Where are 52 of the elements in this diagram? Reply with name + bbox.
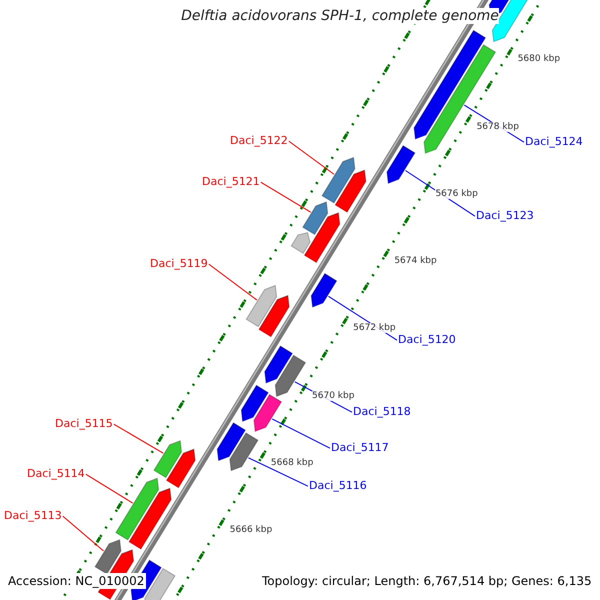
- scale-label: 5670 kbp: [312, 390, 354, 401]
- leader-line: [85, 474, 134, 504]
- leader-line: [272, 418, 330, 449]
- scale-label: 5680 kbp: [518, 54, 560, 64]
- gene-label: Daci_5114: [27, 467, 85, 480]
- gene-label: Daci_5121: [202, 175, 260, 188]
- leader-line: [113, 424, 164, 454]
- gene-label: Daci_5123: [476, 209, 534, 222]
- scale-label: 5672 kbp: [353, 323, 396, 334]
- gene-marker: [290, 232, 311, 254]
- gene-marker: [153, 440, 182, 478]
- gene-marker: [94, 539, 122, 575]
- gene-label: Daci_5115: [55, 417, 113, 430]
- genome-info: Accession: NC_010002: [6, 573, 146, 589]
- gene-marker: [274, 354, 306, 398]
- gene-label: Daci_5120: [398, 333, 456, 346]
- leader-line: [288, 140, 334, 175]
- leader-line: [62, 516, 104, 552]
- gene-marker: [229, 432, 259, 472]
- gene-marker: [310, 272, 338, 308]
- gene-marker: [166, 448, 196, 488]
- genome-info: Topology: circular; Length: 6,767,514 bp; Genes: 6,135: [260, 573, 594, 589]
- gene-label: Daci_5117: [331, 441, 389, 454]
- scale-label: 5668 kbp: [270, 458, 314, 468]
- gene-marker: [115, 478, 160, 541]
- gene-marker: [334, 169, 366, 213]
- gene-label: Daci_5113: [4, 509, 62, 522]
- gene-marker: [253, 394, 282, 432]
- scale-label: 5678 kbp: [476, 122, 519, 132]
- gene-marker: [304, 212, 340, 264]
- gene-marker: [321, 156, 356, 204]
- title: Delftia acidovorans SPH-1, complete genome: [181, 8, 499, 24]
- gene-label: Daci_5118: [353, 405, 411, 418]
- leader-line: [208, 264, 258, 301]
- gene-label: Daci_5116: [309, 479, 367, 492]
- leader-line: [260, 182, 312, 213]
- leader-line: [248, 457, 308, 487]
- scale-label: 5666 kbp: [230, 524, 272, 535]
- gene-label: Daci_5124: [525, 135, 583, 148]
- gene-label: Daci_5119: [150, 257, 208, 270]
- gene-label: Daci_5122: [230, 134, 288, 147]
- gene-marker: [386, 144, 416, 184]
- gene-marker: [216, 422, 246, 462]
- scale-label: 5676 kbp: [435, 188, 478, 199]
- gene-marker: [128, 488, 172, 550]
- gene-marker: [240, 384, 269, 422]
- gene-marker: [302, 201, 328, 236]
- gene-marker: [246, 284, 278, 328]
- gene-marker: [258, 294, 290, 338]
- gene-marker: [264, 345, 294, 384]
- scale-label: 5674 kbp: [394, 256, 437, 266]
- gene-marker: [144, 568, 176, 600]
